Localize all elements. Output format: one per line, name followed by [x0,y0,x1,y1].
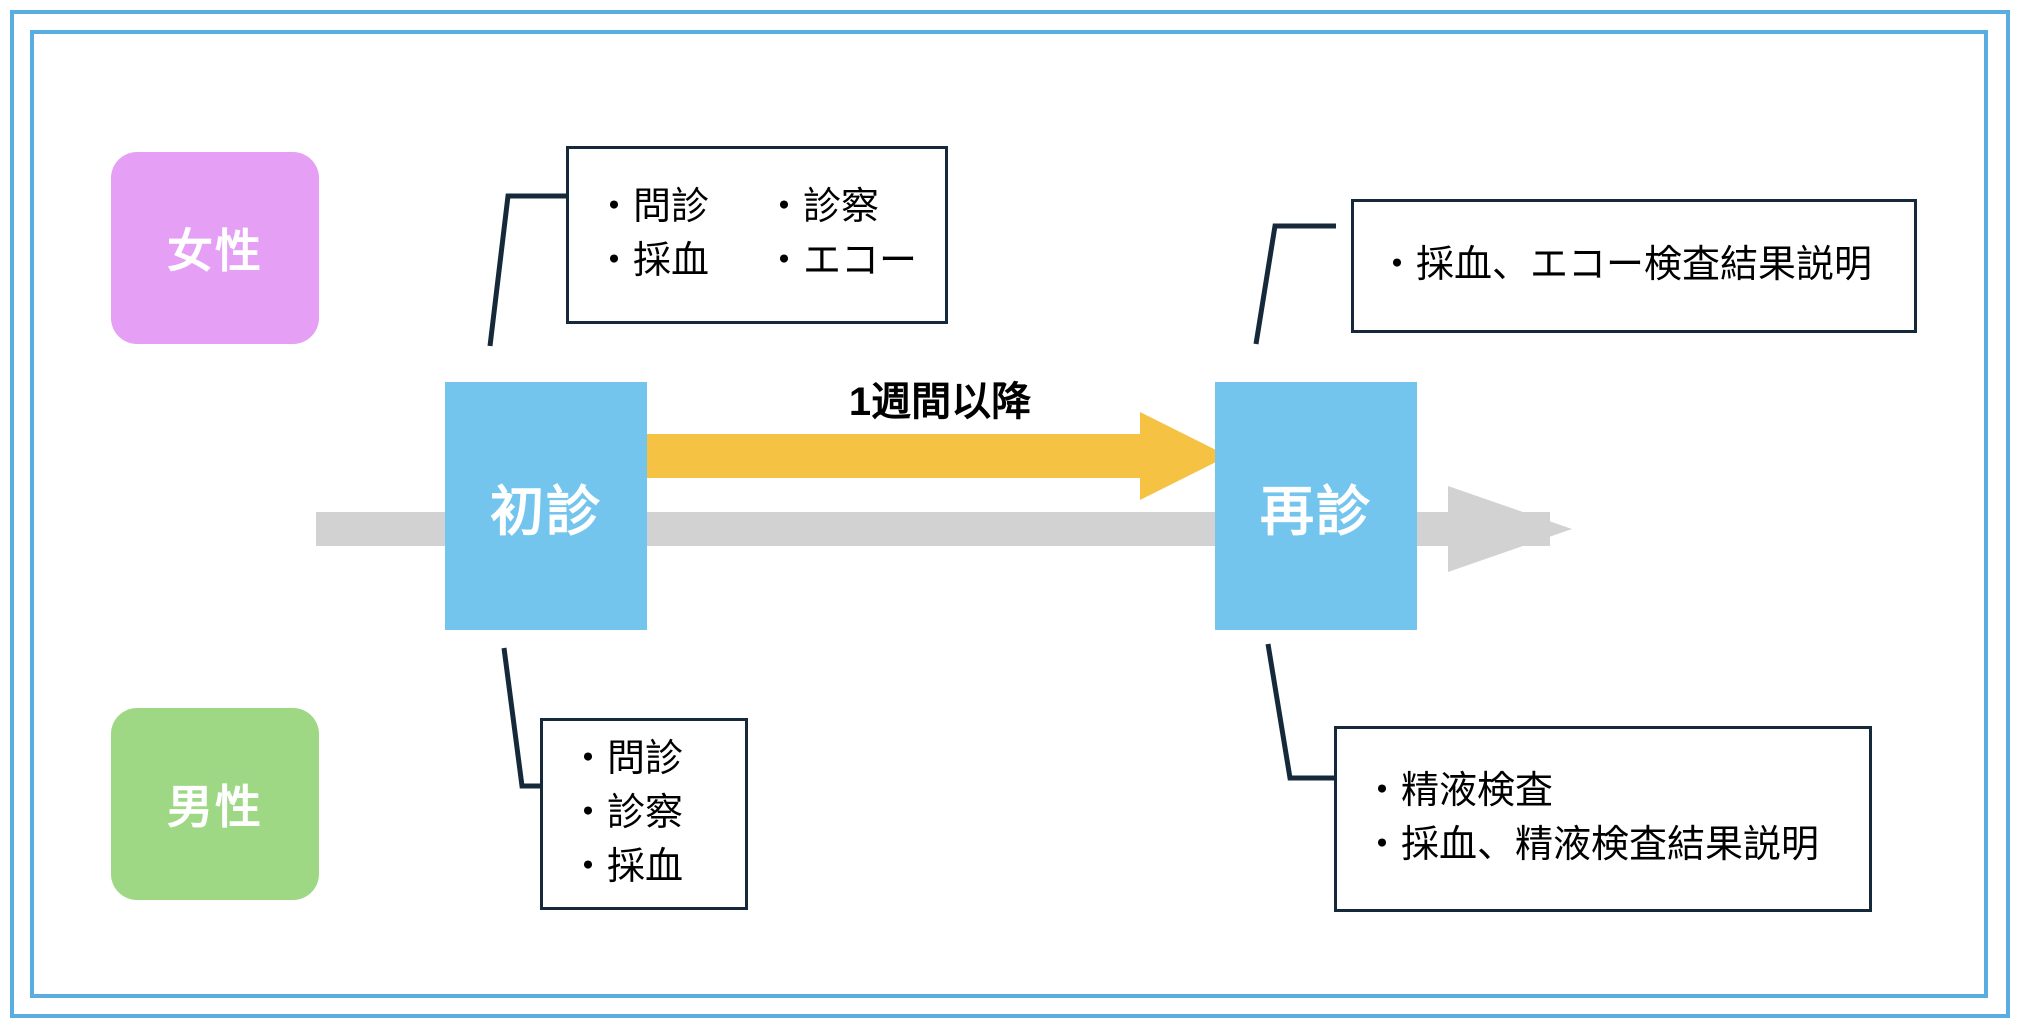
legend-pill-male: 男性 [111,708,319,900]
stage-box-first-visit: 初診 [445,382,647,630]
frame-inner-border [30,30,1988,998]
legend-pill-male-label: 男性 [167,781,263,833]
stage-label-first-visit: 初診 [490,481,602,542]
detail-item: ・採血 [569,845,684,888]
transition-arrow-head [1140,412,1228,500]
detail-item: ・採血、精液検査結果説明 [1363,824,1820,866]
detail-item: ・問診 [595,186,710,229]
stage-label-return-visit: 再診 [1260,481,1372,542]
legend-pill-female: 女性 [111,152,319,344]
detail-row: ・採血 ・エコー [595,235,945,289]
detail-item: ・エコー [765,240,918,282]
stage-box-return-visit: 再診 [1215,382,1417,630]
detail-item: ・採血、エコー検査結果説明 [1378,244,1873,287]
detail-item: ・診察 [569,792,684,835]
detail-item: ・採血 [595,240,710,282]
detail-item: ・診察 [765,186,880,229]
detail-box-first-visit-female: ・問診 ・診察 ・採血 ・エコー [566,146,948,324]
detail-box-return-visit-male: ・精液検査 ・採血、精液検査結果説明 [1334,726,1872,912]
detail-row: ・問診 ・診察 [595,181,945,235]
legend-pill-female-label: 女性 [167,225,263,277]
timeline-arrow-head [1448,486,1572,572]
frame-outer-border [10,10,2010,1018]
transition-arrow-label: 1週間以降 [848,380,1032,424]
detail-item: ・精液検査 [1363,770,1554,813]
detail-item: ・問診 [569,738,684,781]
transition-arrow-shaft [646,434,1141,478]
detail-box-return-visit-female: ・採血、エコー検査結果説明 [1351,199,1917,333]
detail-box-first-visit-male: ・問診 ・診察 ・採血 [540,718,748,910]
